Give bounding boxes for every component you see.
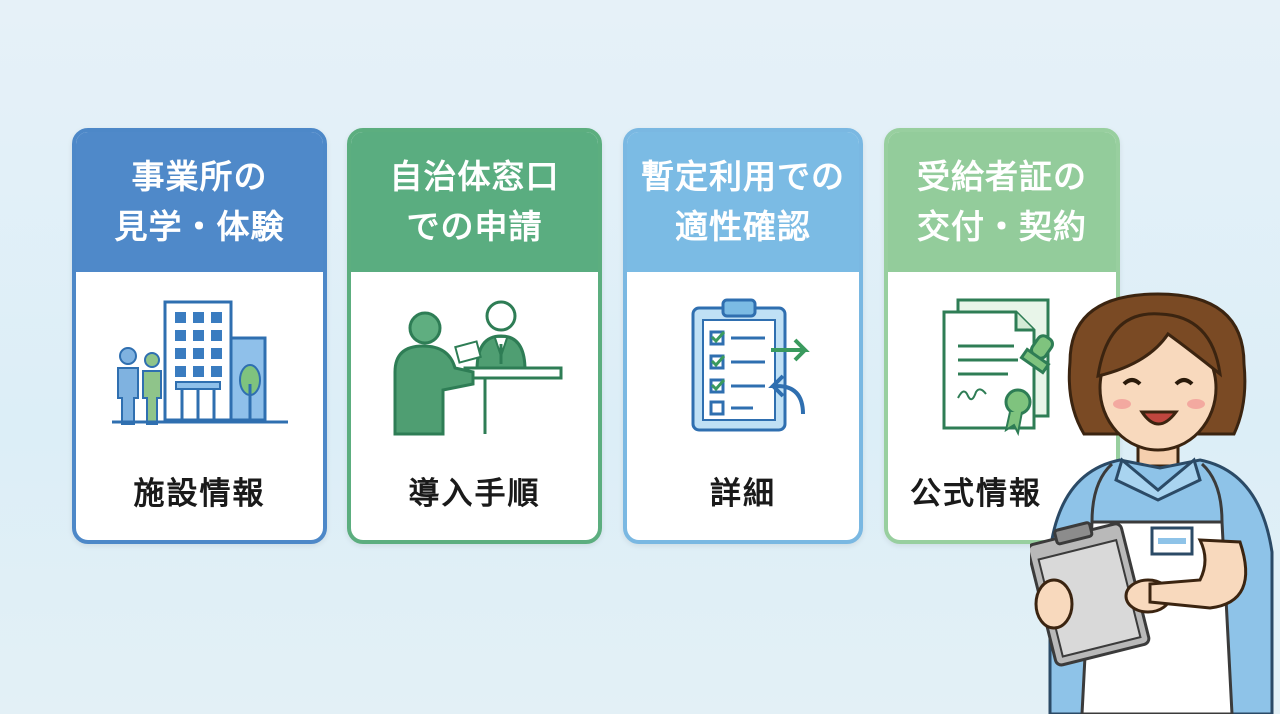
step-card-facility-visit[interactable]: 事業所の 見学・体験 (72, 128, 327, 544)
step-link-label[interactable]: 詳細 (710, 476, 776, 512)
certificate-document-icon (942, 298, 1055, 437)
step-title-line1: 事業所の (131, 157, 268, 196)
step-card-header: 自治体窓口 での申請 (351, 132, 598, 272)
step-title-line2: 交付・契約 (917, 207, 1087, 246)
step-link-label[interactable]: 導入手順 (408, 476, 541, 512)
step-card-header: 受給者証の 交付・契約 (888, 132, 1116, 272)
reception-counter-icon (393, 300, 562, 436)
step-title-line1: 自治体窓口 (389, 157, 560, 196)
step-title-line1: 受給者証の (917, 157, 1087, 196)
step-title-line2: での申請 (406, 207, 543, 246)
step-link-label[interactable]: 施設情報 (133, 476, 266, 512)
step-title-line2: 見学・体験 (114, 207, 285, 246)
step-card-trial-check[interactable]: 暫定利用での 適性確認 (623, 128, 863, 544)
step-card-header: 事業所の 見学・体験 (76, 132, 323, 272)
step-title-line1: 暫定利用での (641, 157, 845, 196)
step-card-header: 暫定利用での 適性確認 (627, 132, 859, 272)
clipboard-checklist-icon (691, 298, 810, 432)
step-card-municipal-application[interactable]: 自治体窓口 での申請 導入手順 (347, 128, 602, 544)
facility-building-icon (111, 300, 288, 425)
step-link-label[interactable]: 公式情報 (910, 476, 1042, 512)
step-title-line2: 適性確認 (675, 207, 811, 246)
staff-with-clipboard-illustration (1030, 292, 1274, 714)
